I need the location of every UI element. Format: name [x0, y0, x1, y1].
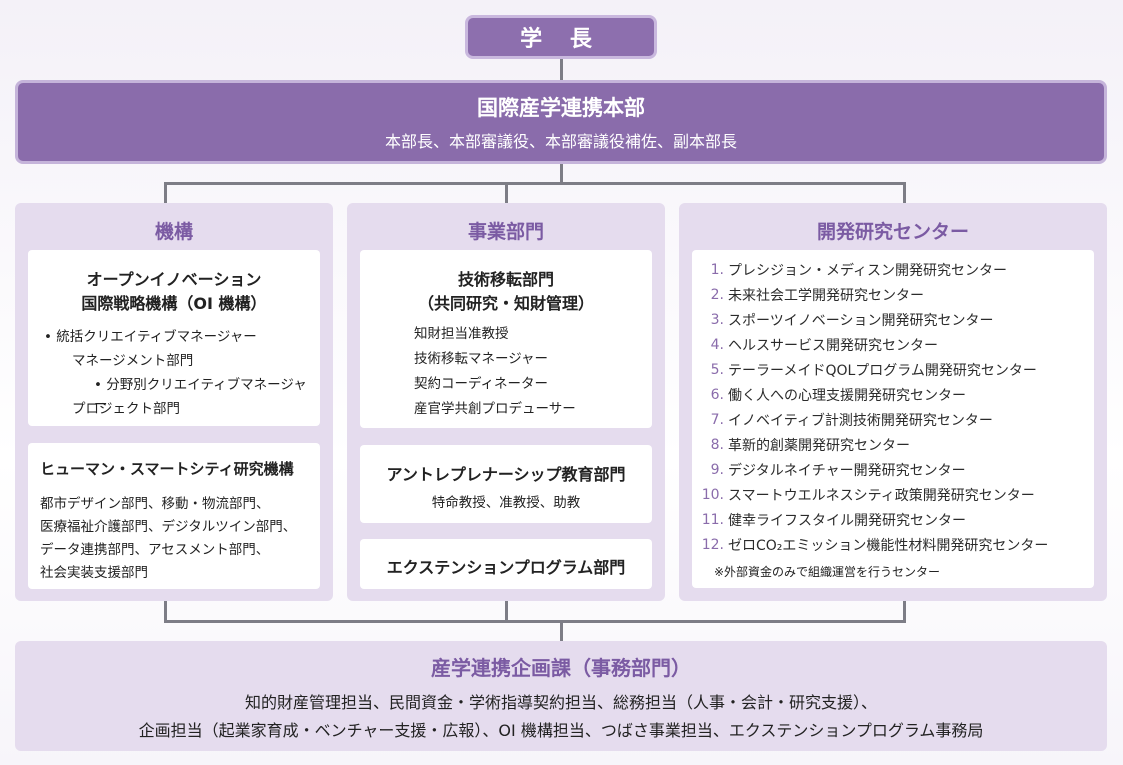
headquarters-box: 国際産学連携本部 本部長、本部審議役、本部審議役補佐、副本部長	[15, 80, 1107, 164]
connector-president-hq	[560, 59, 563, 81]
centers-column-title: 開発研究センター	[816, 221, 969, 243]
center-label: スポーツイノベーション開発研究センター	[728, 312, 994, 329]
connector-to-office	[560, 620, 563, 642]
connector-hq-down	[560, 164, 563, 184]
transfer-title-line2: （共同研究・知財管理）	[417, 294, 594, 313]
center-label: プレシジョン・メディスン開発研究センター	[728, 262, 1008, 279]
human-smartcity-card: ヒューマン・スマートシティ研究機構 都市デザイン部門、移動・物流部門、 医療福祉…	[28, 443, 320, 589]
center-item: 8.革新的創薬開発研究センター	[696, 432, 1048, 457]
human-title: ヒューマン・スマートシティ研究機構	[40, 460, 294, 478]
human-line3: データ連携部門、アセスメント部門、	[40, 542, 270, 558]
center-number: 5.	[710, 361, 724, 378]
entrepreneurship-card: アントレプレナーシップ教育部門 特命教授、准教授、助教	[360, 445, 652, 523]
center-label: スマートウエルネスシティ政策開発研究センター	[728, 487, 1035, 504]
center-item: 3.スポーツイノベーション開発研究センター	[696, 307, 1048, 332]
oi-title-line1: オープンイノベーション	[86, 270, 262, 289]
center-number: 9.	[710, 461, 724, 478]
tech-transfer-card: 技術移転部門 （共同研究・知財管理） 知財担当准教授 技術移転マネージャー 契約…	[360, 250, 652, 428]
center-label: ゼロCO₂エミッション機能性材料開発研究センター	[728, 537, 1049, 554]
kiko-column: 機構 オープンイノベーション 国際戦略機構（OI 機構） • 統括クリエイティブ…	[15, 203, 333, 601]
center-item: 2.未来社会工学開発研究センター	[696, 282, 1048, 307]
center-label: イノベイティブ計測技術開発研究センター	[728, 412, 993, 429]
jigyo-column-title: 事業部門	[467, 221, 544, 243]
connector-col3-bottom	[903, 600, 906, 622]
center-item: 7.イノベイティブ計測技術開発研究センター	[696, 407, 1048, 432]
connector-top-bar	[164, 182, 906, 185]
headquarters-subtitle: 本部長、本部審議役、本部審議役補佐、副本部長	[384, 132, 737, 151]
centers-note: ※外部資金のみで組織運営を行うセンター	[714, 565, 941, 579]
entre-title: アントレプレナーシップ教育部門	[386, 465, 626, 484]
center-number: 10.	[701, 486, 724, 503]
center-item: 9.デジタルネイチャー開発研究センター	[696, 457, 1048, 482]
centers-list: 1.プレシジョン・メディスン開発研究センター 2.未来社会工学開発研究センター …	[696, 257, 1049, 557]
human-line1: 都市デザイン部門、移動・物流部門、	[40, 496, 270, 512]
extension-program-card: エクステンションプログラム部門	[360, 539, 652, 589]
center-label: 革新的創薬開発研究センター	[728, 437, 910, 454]
connector-col1-bottom	[164, 600, 167, 622]
entre-sub: 特命教授、准教授、助教	[431, 495, 581, 511]
transfer-item: 知財担当准教授	[414, 326, 509, 342]
centers-column: 開発研究センター 1.プレシジョン・メディスン開発研究センター 2.未来社会工学…	[679, 203, 1107, 601]
office-title: 産学連携企画課（事務部門）	[431, 656, 691, 680]
president-box: 学 長	[465, 15, 657, 59]
center-label: 健幸ライフスタイル開発研究センター	[728, 512, 966, 529]
transfer-item: 技術移転マネージャー	[414, 351, 549, 367]
center-number: 8.	[710, 436, 724, 453]
center-number: 1.	[710, 261, 724, 278]
human-line2: 医療福祉介護部門、デジタルツイン部門、	[40, 519, 297, 535]
oi-line3: • 分野別クリエイティブマネージャー	[94, 377, 307, 413]
office-line2: 企画担当（起業家育成・ベンチャー支援・広報）、OI 機構担当、つばさ事業担当、エ…	[138, 721, 984, 740]
jigyo-column: 事業部門 技術移転部門 （共同研究・知財管理） 知財担当准教授 技術移転マネージ…	[347, 203, 665, 601]
headquarters-title: 国際産学連携本部	[477, 96, 645, 120]
transfer-item: 産官学共創プロデューサー	[414, 401, 576, 417]
connector-col1-top	[164, 182, 167, 204]
center-item: 4.ヘルスサービス開発研究センター	[696, 332, 1048, 357]
extension-title: エクステンションプログラム部門	[386, 558, 626, 577]
centers-list-card: 1.プレシジョン・メディスン開発研究センター 2.未来社会工学開発研究センター …	[692, 250, 1094, 588]
office-box: 産学連携企画課（事務部門） 知的財産管理担当、民間資金・学術指導契約担当、総務担…	[15, 641, 1107, 751]
president-label: 学 長	[520, 27, 602, 52]
oi-line2: マネージメント部門	[72, 353, 194, 369]
center-number: 11.	[701, 511, 724, 528]
center-item: 6.働く人への心理支援開発研究センター	[696, 382, 1048, 407]
center-label: テーラーメイドQOLプログラム開発研究センター	[728, 362, 1037, 379]
center-number: 2.	[710, 286, 724, 303]
center-item: 5.テーラーメイドQOLプログラム開発研究センター	[696, 357, 1048, 382]
connector-col2-top	[505, 182, 508, 204]
center-label: 未来社会工学開発研究センター	[728, 287, 924, 304]
office-line1: 知的財産管理担当、民間資金・学術指導契約担当、総務担当（人事・会計・研究支援）、	[244, 693, 877, 712]
oi-organization-card: オープンイノベーション 国際戦略機構（OI 機構） • 統括クリエイティブマネー…	[28, 250, 320, 426]
center-item: 10.スマートウエルネスシティ政策開発研究センター	[696, 482, 1048, 507]
center-item: 1.プレシジョン・メディスン開発研究センター	[696, 257, 1048, 282]
oi-title-line2: 国際戦略機構（OI 機構）	[81, 294, 267, 313]
center-label: デジタルネイチャー開発研究センター	[728, 462, 966, 479]
center-label: ヘルスサービス開発研究センター	[728, 337, 938, 354]
oi-line1: • 統括クリエイティブマネージャー	[44, 329, 257, 345]
connector-bottom-bar	[164, 620, 906, 623]
connector-col2-bottom	[505, 600, 508, 622]
center-item: 12.ゼロCO₂エミッション機能性材料開発研究センター	[696, 532, 1049, 557]
connector-col3-top	[903, 182, 906, 204]
kiko-column-title: 機構	[154, 221, 193, 243]
transfer-item: 契約コーディネーター	[414, 376, 549, 392]
oi-line4: プロジェクト部門	[72, 401, 180, 417]
center-number: 6.	[710, 386, 724, 403]
center-number: 12.	[701, 536, 724, 553]
transfer-title-line1: 技術移転部門	[457, 270, 554, 289]
center-number: 3.	[710, 311, 724, 328]
center-number: 4.	[710, 336, 724, 353]
center-label: 働く人への心理支援開発研究センター	[728, 387, 966, 404]
center-number: 7.	[710, 411, 724, 428]
center-item: 11.健幸ライフスタイル開発研究センター	[696, 507, 1048, 532]
human-line4: 社会実装支援部門	[40, 565, 148, 581]
